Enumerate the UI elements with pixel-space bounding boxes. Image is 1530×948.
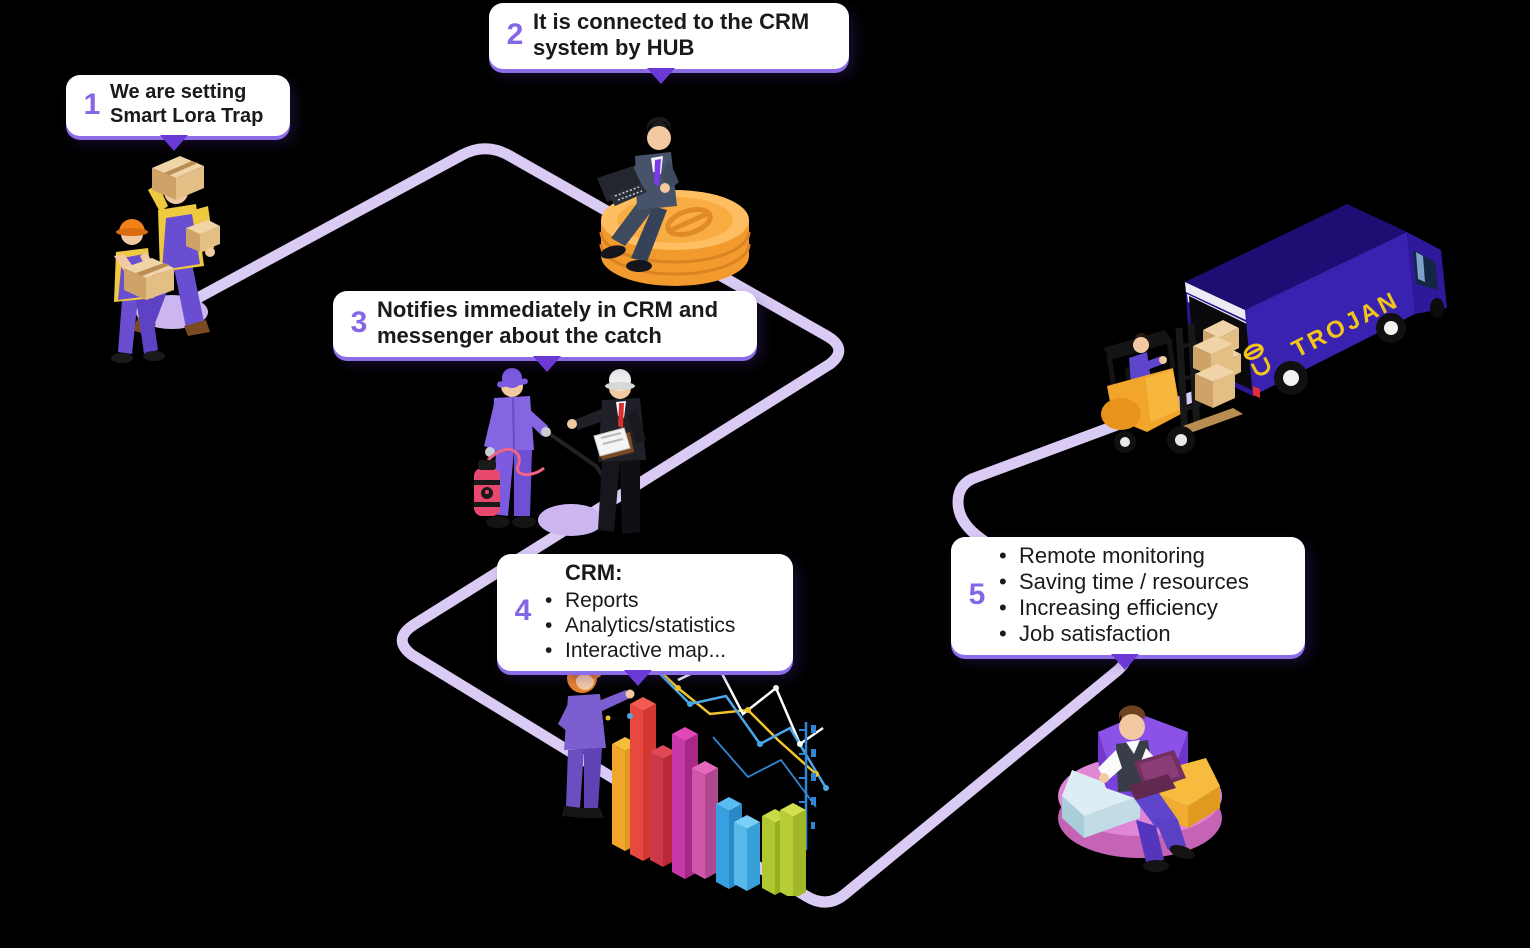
step-5-content: Remote monitoring Saving time / resource… xyxy=(995,543,1285,647)
step-2-number: 2 xyxy=(506,17,524,51)
manager-figure xyxy=(567,369,647,543)
step-5-number: 5 xyxy=(968,578,986,611)
step-3-text: Notifies immediately in CRM and messenge… xyxy=(377,297,719,348)
pallet-boxes xyxy=(1193,336,1235,408)
step-4-heading: CRM: xyxy=(565,560,623,585)
path-line xyxy=(164,143,1244,908)
step-3-number: 3 xyxy=(350,305,368,339)
list-item: Remote monitoring xyxy=(995,543,1285,569)
step-4-callout: 4 CRM: Reports Analytics/statistics Inte… xyxy=(497,554,793,686)
list-item: Increasing efficiency xyxy=(995,595,1285,621)
callout-pointer xyxy=(533,355,561,372)
list-item: Reports xyxy=(541,588,771,613)
list-item: Analytics/statistics xyxy=(541,613,771,638)
list-item: Saving time / resources xyxy=(995,569,1285,595)
exterminator-meeting-illustration xyxy=(448,356,683,576)
step-5-callout: 5 Remote monitoring Saving time / resour… xyxy=(951,537,1305,670)
step-1-number: 1 xyxy=(83,87,101,121)
worker-front-figure xyxy=(111,219,174,363)
businessman-on-coins-illustration xyxy=(575,70,755,295)
spray-tank-icon xyxy=(474,460,500,516)
bar-chart-icon xyxy=(612,697,806,899)
truck-forklift-illustration: TROJAN xyxy=(1085,190,1475,490)
workers-illustration xyxy=(88,140,273,385)
step-3-callout: 3 Notifies immediately in CRM and messen… xyxy=(333,291,757,372)
man-on-pie-chart-illustration xyxy=(1036,670,1246,895)
callout-pointer xyxy=(160,135,188,152)
laptop-icon xyxy=(597,166,643,202)
forklift xyxy=(1101,323,1243,454)
path-node xyxy=(538,504,604,536)
callout-pointer xyxy=(647,67,675,84)
laptop-icon xyxy=(1128,750,1186,800)
callout-pointer xyxy=(624,669,652,686)
step-2-text: It is connected to the CRM system by HUB xyxy=(533,9,810,60)
step-5-bullet-list: Remote monitoring Saving time / resource… xyxy=(995,543,1285,647)
step-4-content: CRM: Reports Analytics/statistics Intera… xyxy=(541,560,771,663)
step-2-callout: 2 It is connected to the CRM system by H… xyxy=(489,3,849,84)
step-1-text: We are setting Smart Lora Trap xyxy=(110,81,264,127)
analytics-charts-illustration xyxy=(538,652,838,901)
truck-logo-icon xyxy=(1243,343,1271,376)
exterminator-figure xyxy=(474,368,617,528)
step-1-callout: 1 We are setting Smart Lora Trap xyxy=(66,75,290,152)
businessman-figure xyxy=(597,116,679,272)
callout-pointer xyxy=(1111,654,1139,670)
step-4-bullet-list: Reports Analytics/statistics Interactive… xyxy=(541,588,771,663)
delivery-truck: TROJAN xyxy=(1185,204,1447,398)
list-item: Interactive map... xyxy=(541,638,771,663)
list-item: Job satisfaction xyxy=(995,621,1285,647)
step-4-number: 4 xyxy=(514,594,532,628)
remote-worker-figure xyxy=(1098,705,1195,872)
